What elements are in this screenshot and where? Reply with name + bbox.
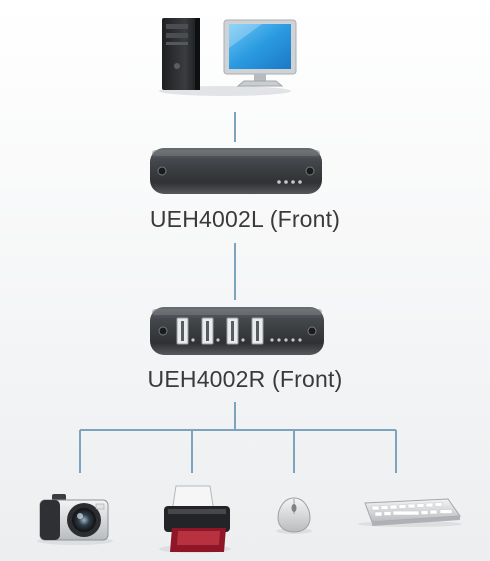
mouse-icon: [276, 497, 312, 534]
remote-unit-label: UEH4002R (Front): [147, 366, 343, 392]
extender-local-unit-icon: [150, 148, 322, 194]
desktop-computer-icon: [159, 18, 297, 96]
extender-remote-unit-icon: [150, 307, 324, 355]
camera-icon: [37, 494, 113, 545]
keyboard-icon: [358, 498, 462, 527]
local-unit-label: UEH4002L (Front): [149, 206, 341, 232]
printer-icon: [159, 485, 231, 553]
connector-lines: [79, 112, 397, 473]
